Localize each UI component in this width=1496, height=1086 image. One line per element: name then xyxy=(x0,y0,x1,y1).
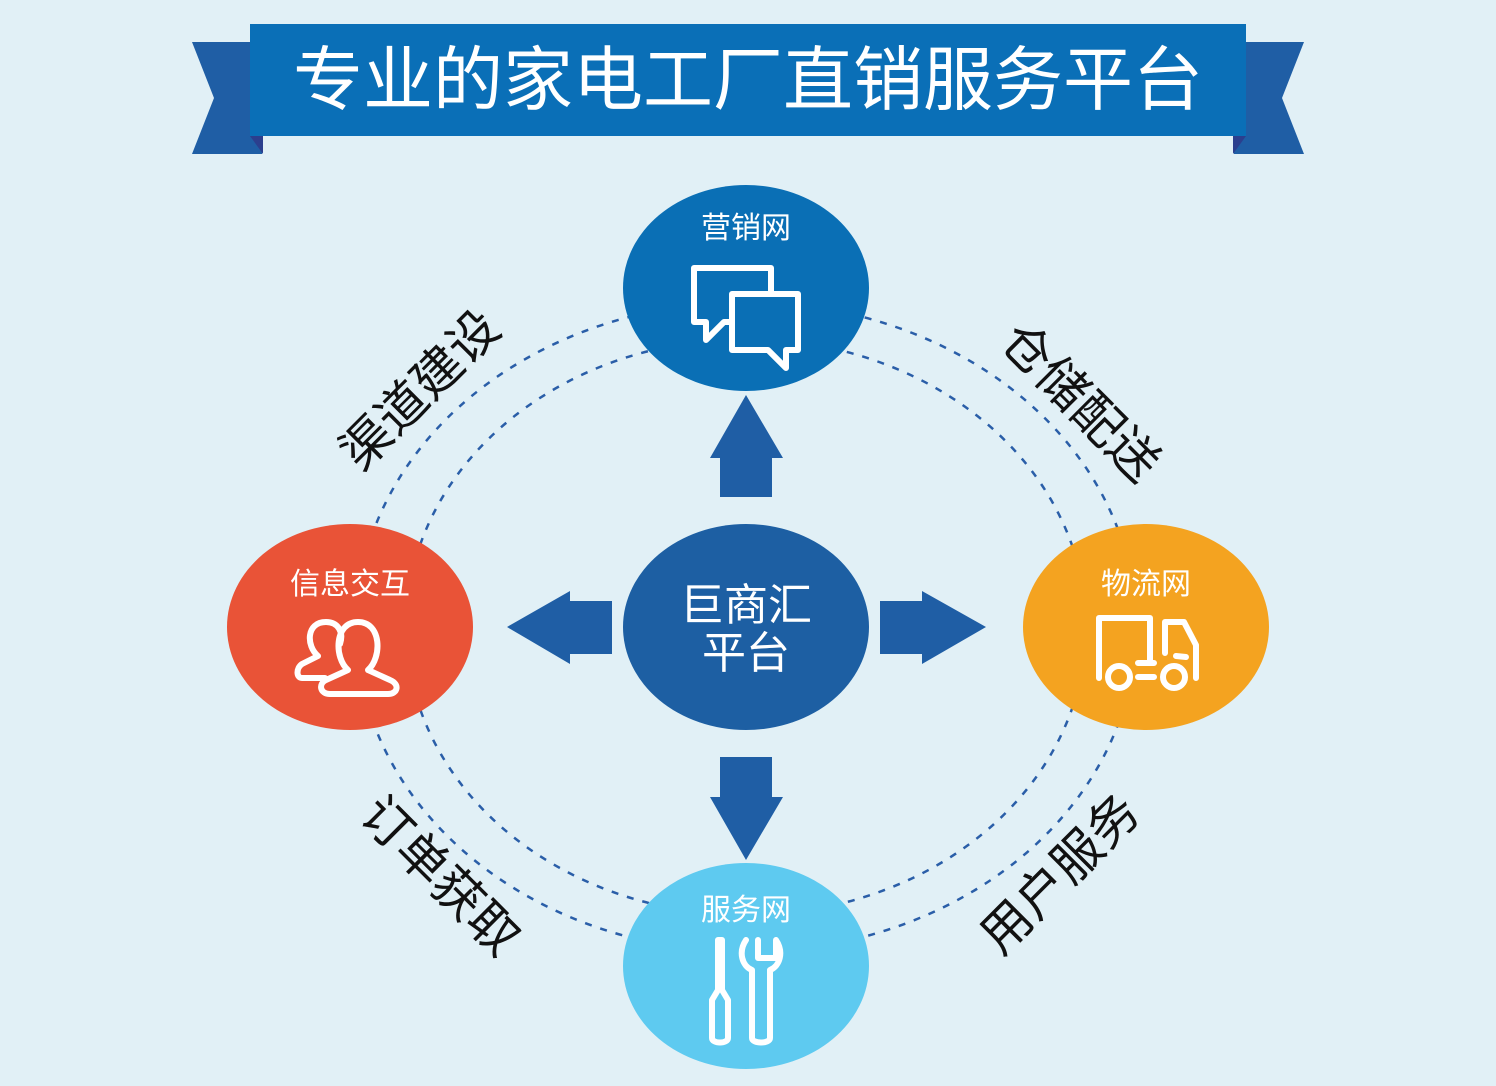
page-title: 专业的家电工厂直销服务平台 xyxy=(293,39,1203,121)
center-line2: 平台 xyxy=(702,628,790,679)
node-info-label: 信息交互 xyxy=(290,567,410,602)
arrow-down xyxy=(710,757,783,860)
ribbon-right xyxy=(1234,42,1304,154)
node-marketing[interactable]: 营销网 xyxy=(623,185,869,391)
node-marketing-label: 营销网 xyxy=(701,211,791,246)
node-info-exchange[interactable]: 信息交互 xyxy=(227,524,473,730)
users-icon xyxy=(294,619,400,697)
node-service-label: 服务网 xyxy=(701,893,791,928)
node-logistics-label: 物流网 xyxy=(1101,567,1191,602)
title-banner: 专业的家电工厂直销服务平台 xyxy=(192,24,1304,154)
arrow-right xyxy=(880,591,986,664)
arrow-left xyxy=(507,591,612,664)
chat-bubbles-icon xyxy=(691,265,801,371)
center-platform: 巨商汇 平台 xyxy=(623,524,869,730)
ribbon-left xyxy=(192,42,262,154)
truck-icon xyxy=(1096,615,1199,691)
tools-icon xyxy=(709,937,784,1046)
center-line1: 巨商汇 xyxy=(680,580,812,631)
node-service[interactable]: 服务网 xyxy=(623,863,869,1069)
node-logistics[interactable]: 物流网 xyxy=(1023,524,1269,730)
arrow-up xyxy=(710,395,783,497)
